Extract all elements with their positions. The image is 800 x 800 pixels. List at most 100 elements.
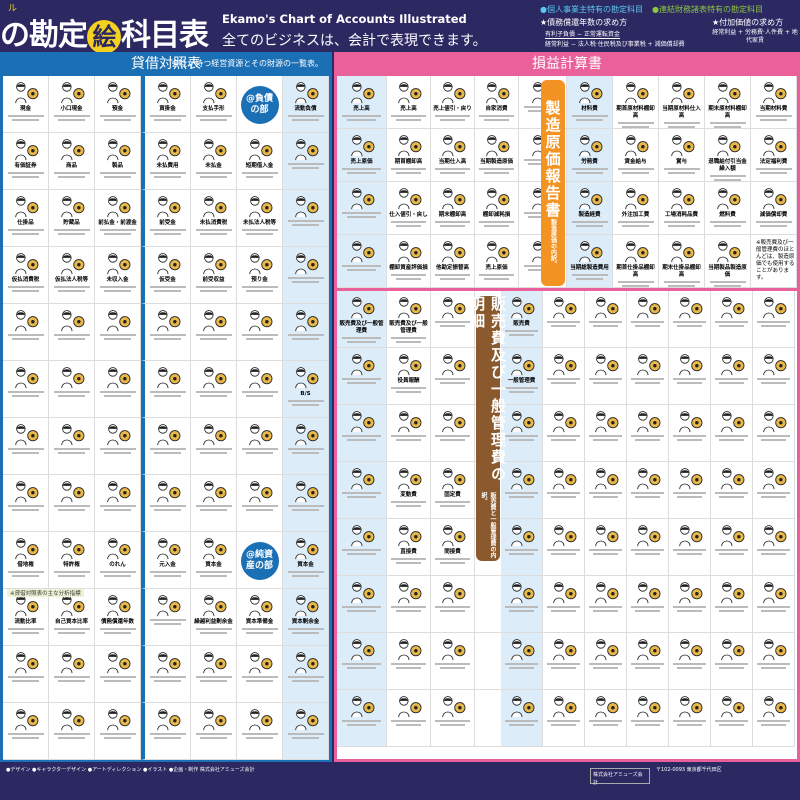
description-text-line (292, 737, 319, 739)
illustration-icon (636, 354, 660, 376)
illustration-icon (60, 196, 84, 218)
description-text-line (292, 281, 319, 283)
illustration-icon (397, 188, 421, 210)
illustration-icon (441, 82, 465, 104)
account-tile (585, 405, 627, 462)
illustration-icon (510, 582, 534, 604)
account-tile (141, 418, 191, 475)
description-text-line (58, 452, 85, 454)
illustration-icon (578, 188, 602, 210)
description-text-line (99, 628, 136, 630)
description-text-line (104, 176, 131, 178)
description-text-line (200, 680, 227, 682)
header: ルの勘定絵科目表 Ekamo's Chart of Accounts Illus… (0, 0, 800, 54)
description-text-line (7, 286, 44, 288)
description-text-line (341, 720, 382, 722)
description-text-line (551, 667, 576, 669)
account-tile (753, 291, 795, 348)
description-text-line (292, 575, 319, 577)
illustration-icon (106, 424, 130, 446)
description-text-line (99, 733, 136, 735)
account-tile: 未払消費税 (191, 190, 237, 247)
illustration-icon (636, 696, 660, 718)
description-text-line (104, 395, 131, 397)
illustration-icon (678, 639, 702, 661)
description-text-line (195, 334, 232, 336)
account-label: 労務費 (581, 159, 598, 165)
description-text-line (149, 619, 186, 621)
account-tile (191, 418, 237, 475)
account-label: 期末棚卸高 (438, 212, 467, 218)
illustration-icon (510, 411, 534, 433)
section-badge: @負債の部 (240, 86, 279, 124)
illustration-icon (156, 82, 180, 104)
description-text-line (99, 115, 136, 117)
description-text-line (551, 610, 576, 612)
illustration-icon (248, 253, 272, 275)
description-text-line (439, 278, 466, 280)
description-text-line (668, 126, 695, 128)
illustration-icon (156, 481, 180, 503)
description-text-line (53, 505, 90, 507)
account-label: 前受金 (159, 220, 176, 226)
footer-credits: ●デザイン ●キャラクターデザイン ●アートディレクション ●イラスト ●企画・… (6, 767, 255, 773)
illustration-icon (350, 639, 374, 661)
description-text-line (395, 610, 422, 612)
illustration-icon (397, 241, 421, 263)
illustration-icon (441, 411, 465, 433)
illustration-icon (14, 310, 38, 332)
illustration-icon (106, 595, 130, 617)
account-tile: 減価償却費 (751, 182, 797, 235)
description-text-line (761, 553, 786, 555)
income-statement-header: 損益計算書 (337, 52, 797, 76)
account-label: 変動費 (400, 492, 417, 498)
account-tile (283, 247, 329, 304)
illustration-icon (670, 82, 694, 104)
description-text-line (631, 720, 664, 722)
illustration-icon (636, 411, 660, 433)
description-text-line (195, 448, 232, 450)
account-tile (753, 576, 795, 633)
account-tile (753, 348, 795, 405)
illustration-icon (106, 652, 130, 674)
description-text-line (709, 175, 746, 177)
illustration-icon (552, 696, 576, 718)
illustration-icon (594, 582, 618, 604)
description-text-line (576, 225, 603, 227)
account-tile (95, 361, 141, 418)
illustration-icon (202, 196, 226, 218)
description-text-line (663, 122, 700, 124)
description-text-line (589, 492, 622, 494)
account-tile: @負債の部 (237, 76, 283, 133)
description-text-line (341, 337, 382, 339)
account-tile: B/S (283, 361, 329, 418)
account-tile (283, 190, 329, 247)
description-text-line (439, 119, 466, 121)
account-tile (237, 418, 283, 475)
illustration-icon (156, 595, 180, 617)
label-box-spacer (475, 633, 501, 690)
section-badge: @純資産の部 (240, 542, 279, 580)
illustration-icon (762, 525, 786, 547)
description-text-line (341, 115, 382, 117)
account-tile (669, 690, 711, 747)
description-text-line (287, 334, 324, 336)
account-tile (585, 690, 627, 747)
illustration-icon (762, 468, 786, 490)
account-tile (3, 475, 49, 532)
illustration-icon (578, 82, 602, 104)
title-part: の勘定 (0, 18, 88, 53)
account-tile: 燃料費 (705, 182, 751, 235)
illustration-icon (762, 82, 786, 104)
description-text-line (154, 509, 181, 511)
description-text-line (53, 448, 90, 450)
account-label: 販売費 (513, 321, 530, 327)
title-part: 科目表 (121, 18, 209, 53)
account-label: 一般管理費 (507, 378, 536, 384)
description-text-line (755, 221, 792, 223)
account-label: 間接費 (444, 549, 461, 555)
account-tile: 前払金・前渡金 (95, 190, 141, 247)
description-text-line (505, 330, 538, 332)
account-label: 商品 (65, 163, 77, 169)
description-text-line (391, 274, 426, 276)
